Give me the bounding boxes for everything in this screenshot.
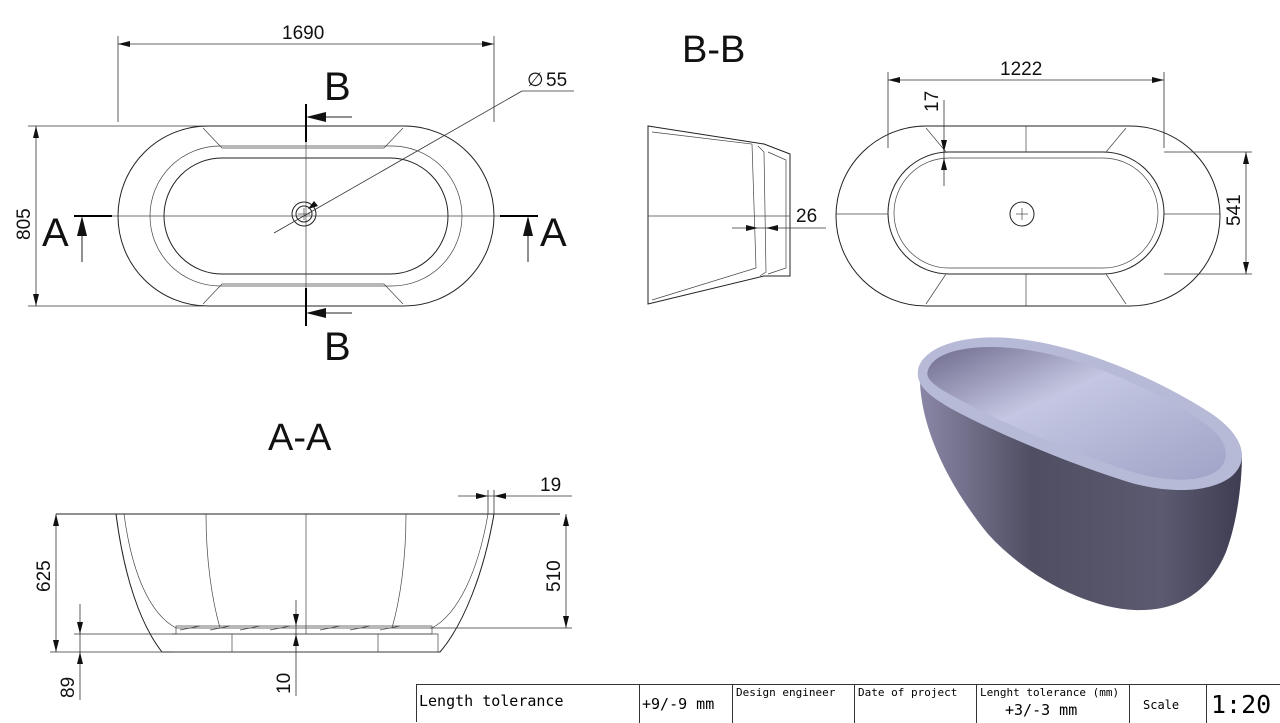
inner-view-inner-outline [887, 151, 1165, 275]
tb-design-engineer-label: Design engineer [736, 686, 836, 699]
dim-top-width: 805 [14, 208, 35, 240]
inner-drain-circle [1009, 201, 1035, 227]
dim-inner-rim: 17 [922, 91, 943, 112]
tb-length-tolerance-value-cell: +9/-9 mm [640, 685, 733, 723]
bathtub-inner-basin [927, 346, 1226, 480]
section-bb-view: B-B 26 [647, 29, 826, 305]
section-aa-view: A-A 625 89 10 510 [34, 417, 572, 700]
inner-view-outer-outline [835, 125, 1221, 307]
tb-date-of-project-cell: Date of project [855, 685, 977, 723]
dim-aa-depth: 510 [544, 560, 565, 592]
drain-diameter-symbol: ∅ [527, 70, 544, 91]
tb-date-of-project-label: Date of project [858, 686, 958, 699]
tb-scale-value-cell: 1:20 [1207, 685, 1280, 723]
section-bb-title: B-B [682, 29, 745, 71]
tb-scale-label: Scale [1143, 698, 1180, 712]
dim-top-length: 1690 [282, 23, 324, 44]
section-b-bottom-letter: B [324, 325, 351, 369]
drain-circle [291, 201, 317, 227]
dim-aa-height: 625 [34, 560, 55, 592]
dim-bb-wall: 26 [796, 206, 817, 227]
tb-scale-label-cell: Scale [1130, 685, 1207, 723]
dim-inner-length: 1222 [1000, 59, 1042, 80]
drain-diameter-value: 55 [546, 70, 567, 91]
bathtub-3d-render [917, 337, 1243, 611]
tb-length-tolerance-value: +9/-9 mm [642, 695, 715, 713]
tb-lenght-tolerance-cell: Lenght tolerance (mm) +3/-3 mm [977, 685, 1130, 723]
tb-length-tolerance-label: Length tolerance [419, 692, 564, 710]
tb-length-tolerance-cell: Length tolerance [417, 685, 640, 723]
dim-aa-base: 89 [58, 677, 79, 698]
title-block: Length tolerance +9/-9 mm Design enginee… [416, 684, 1280, 723]
dim-inner-width: 541 [1224, 194, 1245, 226]
inner-view: 1222 17 541 [835, 59, 1252, 307]
section-aa-title: A-A [268, 417, 332, 459]
top-view: ∅ 55 1690 805 A A B B [14, 23, 574, 369]
tb-lenght-tolerance-value: +3/-3 mm [1005, 701, 1078, 719]
tb-scale-value: 1:20 [1211, 690, 1272, 719]
section-a-left-letter: A [42, 211, 69, 255]
tb-design-engineer-cell: Design engineer [733, 685, 855, 723]
section-b-top-letter: B [324, 65, 351, 109]
section-a-right-letter: A [540, 211, 567, 255]
dim-aa-floor: 10 [274, 673, 295, 694]
tb-lenght-tolerance-label: Lenght tolerance (mm) [980, 686, 1120, 699]
dim-aa-rim: 19 [540, 475, 561, 496]
